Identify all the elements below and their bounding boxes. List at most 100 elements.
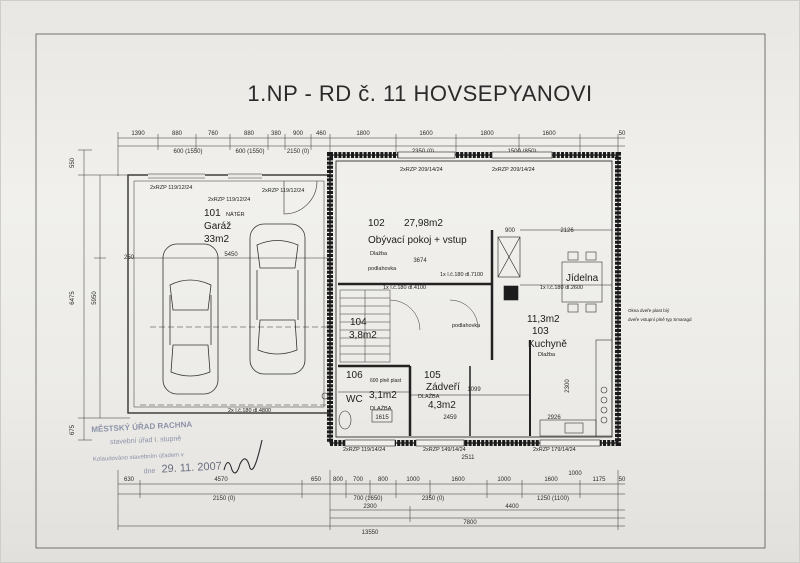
- dim-label: 2150 (0): [213, 496, 235, 502]
- dim-label: 5450: [224, 252, 238, 258]
- dim-label: 1600: [451, 477, 465, 483]
- note-door: dveře vstupní plně typ Smaragd: [628, 317, 692, 322]
- dim-label: 650: [311, 477, 322, 483]
- dining-label: Jídelna: [566, 273, 599, 284]
- dim-label: 2300: [363, 504, 377, 510]
- dim-label: 6475: [70, 291, 76, 305]
- room-area: 4,3m2: [428, 400, 456, 411]
- room-finish: DLAŽBA: [370, 404, 392, 412]
- room-number: 105: [424, 370, 441, 381]
- dim-label: 1600: [542, 131, 556, 137]
- drawing-frame: [35, 33, 766, 549]
- drawing-title: 1.NP - RD č. 11 HOVSEPYANOVI: [247, 81, 592, 106]
- dim-label: 800: [378, 477, 389, 483]
- dim-label: 1800: [480, 131, 494, 137]
- dim-label: 1099: [467, 387, 481, 393]
- signature: [223, 439, 263, 474]
- dim-label: 4400: [505, 504, 519, 510]
- dim-label: 1000: [406, 477, 420, 483]
- dim-label: 900: [505, 228, 516, 234]
- room-106: 106 3,1m2 WC DLAŽBA: [346, 370, 397, 412]
- room-number: 102: [368, 218, 385, 229]
- window-code: 2xRZP 209/14/24: [400, 167, 443, 173]
- dim-label: 900: [293, 131, 304, 137]
- dim-label: 880: [172, 131, 183, 137]
- note-floor-heating: podlahovka: [452, 323, 481, 329]
- dim-250-left: 250: [124, 255, 135, 261]
- bottom-dimension-labels: 630 4570 650 800 700 800 1000 1600 1000 …: [124, 471, 626, 536]
- bottom-dimension-lines: [117, 470, 625, 530]
- dim-label: 1800: [356, 131, 370, 137]
- dim-label: 5950: [92, 291, 98, 305]
- dim-label: 630: [124, 477, 135, 483]
- dim-label: 2126: [560, 228, 574, 234]
- dim-label: 2459: [443, 415, 457, 421]
- room-area: 3,1m2: [369, 390, 397, 401]
- dim-label: 460: [316, 131, 327, 137]
- window-bottom: [344, 439, 601, 447]
- chimney: [497, 236, 521, 301]
- dim-label: 2350 (0): [422, 496, 444, 502]
- window-top: [397, 151, 553, 159]
- dim-label: 550: [70, 157, 76, 168]
- dim-label: 1615: [375, 415, 389, 421]
- dining-table: [561, 251, 603, 313]
- dim-label: 50: [619, 477, 626, 483]
- dim-label: 600 (1550): [235, 149, 264, 155]
- room-area: 3,8m2: [349, 330, 377, 341]
- dim-label: 880: [244, 131, 255, 137]
- top-dimension-lines: [117, 132, 625, 176]
- room-finish: DLAŽBA: [418, 392, 440, 400]
- dim-label: 1600: [544, 477, 558, 483]
- room-name: Obývací pokoj + vstup: [368, 235, 467, 246]
- note-plast: 600 plně plast: [370, 378, 402, 384]
- dim-label: 2300: [565, 379, 571, 393]
- dim-label: 1000: [568, 471, 582, 477]
- room-name: Garáž: [204, 221, 231, 232]
- stamp-line: Kolaudováno stavebním úřadem v: [93, 452, 184, 463]
- dim-label: 760: [208, 131, 219, 137]
- room-number: 101: [204, 208, 221, 219]
- window-code: 2xRZP 119/12/24: [262, 188, 304, 194]
- left-dimension-lines: [78, 149, 130, 441]
- stamp-date-prefix: dne: [143, 468, 155, 476]
- dim-label: 50: [619, 131, 626, 137]
- room-finish: Dlažba: [370, 251, 388, 257]
- room-area: 27,98m2: [404, 218, 443, 229]
- room-name: Kuchyně: [528, 339, 567, 350]
- window-code: 2xRZP 119/14/24: [343, 447, 385, 453]
- room-102: 102 27,98m2 Obývací pokoj + vstup Dlažba: [368, 218, 467, 257]
- dim-label: 600 (1550): [173, 149, 202, 155]
- dim-label: 2511: [462, 455, 476, 461]
- room-104: 104 3,8m2: [349, 317, 377, 341]
- wc-fixtures: [321, 392, 393, 430]
- dim-label: 2926: [547, 415, 561, 421]
- room-105: 105 Zádveří DLAŽBA 4,3m2: [418, 370, 460, 411]
- dim-label: 1000: [497, 477, 511, 483]
- window-code: 2xRZP 179/14/24: [533, 447, 576, 453]
- dim-label: 1175: [593, 477, 607, 483]
- dim-label: 4570: [214, 477, 228, 483]
- garage-walls: [127, 173, 331, 414]
- dim-label: 675: [70, 424, 76, 435]
- note-beam: 1x l.č.180 dl.2600: [540, 285, 583, 291]
- room-finish: Dlažba: [538, 352, 556, 358]
- note-beam: 1x l.č.180 dl.4100: [383, 285, 426, 291]
- dim-label: 380: [271, 131, 282, 137]
- dim-label: 1600: [419, 131, 433, 137]
- room-103: 11,3m2 103 Kuchyně Dlažba: [527, 314, 567, 358]
- room-number: 104: [350, 317, 367, 328]
- dim-label: 1390: [131, 131, 145, 137]
- note-windows: Okna dveře plast bíý: [628, 308, 670, 313]
- dim-label: 700: [353, 477, 364, 483]
- official-stamp: MĚSTSKÝ ÚŘAD RACHNA stavební úřad I. stu…: [91, 420, 222, 476]
- dim-label: 800: [333, 477, 344, 483]
- top-dimension-labels: 1390 880 760 880 380 900 460 1800 1600 1…: [131, 131, 626, 155]
- room-name: WC: [346, 394, 363, 405]
- room-number: 106: [346, 370, 363, 381]
- window-code: 2xRZP 119/12/24: [150, 185, 192, 191]
- room-finish: NÁTĚR: [226, 210, 245, 218]
- car-icon: [162, 243, 219, 395]
